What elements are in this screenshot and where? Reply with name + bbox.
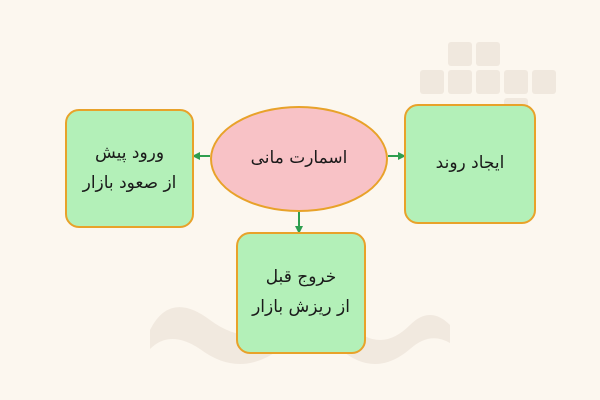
left-node-label: ورود پیش از صعود بازار [82,142,177,193]
right-node: ایجاد روند [404,104,536,224]
bottom-node-label: خروج قبل از ریزش بازار [252,267,350,317]
right-node-label: ایجاد روند [435,153,505,174]
center-node: اسمارت مانی [210,106,388,212]
left-node: ورود پیش از صعود بازار [65,109,194,228]
center-node-label: اسمارت مانی [250,148,348,169]
bottom-node: خروج قبل از ریزش بازار [236,232,366,354]
